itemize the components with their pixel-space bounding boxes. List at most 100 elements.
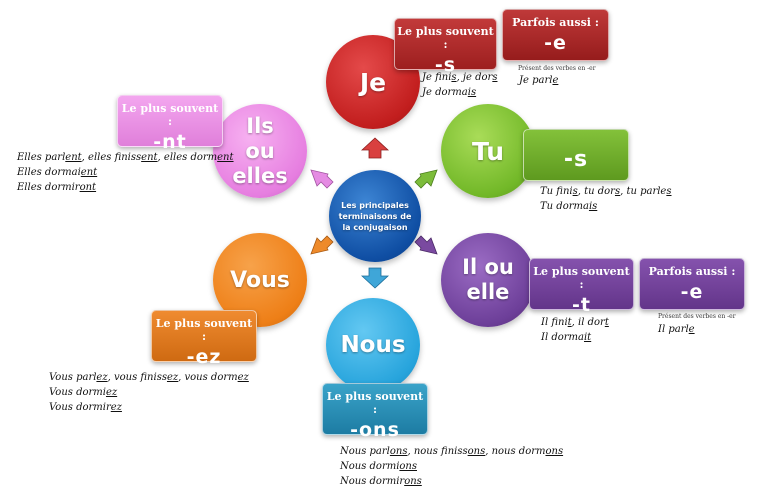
ending-highlight: it	[583, 332, 592, 343]
example-line: Il finit, il dort	[541, 315, 609, 330]
ending-highlight: ent	[217, 152, 234, 163]
example-text: , vous dorm	[178, 372, 238, 383]
ending-highlight: ez	[96, 372, 108, 383]
example-line: Il dormait	[541, 330, 609, 345]
il-usual-ending: -t	[572, 294, 591, 316]
ending-highlight: s	[614, 186, 621, 197]
il-also-example: Il parle	[658, 322, 695, 337]
tu-usual-label	[524, 136, 628, 142]
vous-usual-box: Le plus souvent : -ez	[151, 310, 257, 368]
ending-highlight: e	[688, 324, 695, 335]
example-text: Elles dormai	[17, 167, 81, 178]
pronoun-nous-circle: Nous	[326, 298, 420, 392]
example-line: Elles parlent, elles finissent, elles do…	[17, 150, 234, 165]
ending-highlight: ons	[545, 446, 564, 457]
example-text: Vous parl	[49, 372, 97, 383]
example-text: Vous dormir	[49, 402, 111, 413]
pronoun-je-label: Je	[359, 67, 387, 97]
vous-examples: Vous parlez, vous finissez, vous dormez …	[49, 370, 249, 415]
ending-highlight: ent	[65, 152, 82, 163]
pronoun-vous-label: Vous	[230, 267, 290, 293]
nous-usual-ending: -ons	[350, 419, 400, 441]
example-text: Nous dormi	[340, 461, 400, 472]
example-line: Nous parlons, nous finissons, nous dormo…	[340, 444, 563, 459]
je-also-ending: -e	[544, 32, 567, 54]
example-text: Tu dorma	[540, 201, 589, 212]
il-also-box: Parfois aussi : -e	[639, 258, 745, 310]
example-line: Vous dormiez	[49, 385, 249, 400]
example-text: Nous parl	[340, 446, 390, 457]
ending-highlight: ez	[105, 387, 118, 398]
nous-usual-label: Le plus souvent :	[326, 390, 424, 416]
example-text: , il dor	[571, 317, 605, 328]
je-also-label: Parfois aussi :	[512, 16, 599, 29]
tu-usual-box: -s	[523, 129, 629, 181]
example-line: Elles dormaient	[17, 165, 234, 180]
ils-usual-ending: -nt	[153, 131, 187, 153]
il-usual-box: Le plus souvent : -t	[529, 258, 634, 316]
il-examples: Il finit, il dort Il dormait	[541, 315, 609, 345]
ending-highlight: s	[572, 186, 578, 197]
example-line: Vous parlez, vous finissez, vous dormez	[49, 370, 249, 385]
example-text: , je dor	[456, 72, 493, 83]
arrow-upleft-icon	[310, 169, 334, 189]
example-line: Elles dormiront	[17, 180, 234, 195]
ending-highlight: ont	[79, 182, 97, 193]
example-line: Je finis, je dors	[422, 70, 497, 85]
je-usual-ending: -s	[434, 54, 457, 76]
example-line: Tu finis, tu dors, tu parles	[540, 184, 672, 199]
center-title: Les principales terminaisons de la conju…	[338, 200, 412, 232]
ending-highlight: is	[467, 87, 477, 98]
ending-highlight: s	[666, 186, 672, 197]
pronoun-il-circle: Il ou elle	[441, 233, 535, 327]
ending-highlight: ent	[80, 167, 98, 178]
example-line: Il parle	[658, 322, 695, 337]
example-text: , nous dorm	[485, 446, 546, 457]
arrow-downright-icon	[414, 235, 438, 255]
example-line: Nous dormions	[340, 459, 563, 474]
pronoun-nous-label: Nous	[340, 332, 406, 358]
example-line: Nous dormirons	[340, 474, 563, 489]
example-text: Elles parl	[17, 152, 66, 163]
example-text: , tu parle	[620, 186, 667, 197]
example-text: Tu fini	[540, 186, 573, 197]
example-line: Je parle	[519, 73, 558, 88]
example-text: , vous finiss	[107, 372, 167, 383]
pronoun-ils-circle: Ils ou elles	[213, 104, 307, 198]
ending-highlight: s	[492, 72, 498, 83]
je-also-example: Je parle	[519, 73, 558, 88]
il-also-label: Parfois aussi :	[648, 265, 736, 278]
ending-highlight: t	[604, 317, 609, 328]
ending-highlight: ons	[389, 446, 408, 457]
tu-examples: Tu finis, tu dors, tu parles Tu dormais	[540, 184, 672, 214]
ending-highlight: e	[552, 75, 559, 86]
example-text: Nous dormir	[340, 476, 405, 487]
tu-usual-ending: -s	[563, 147, 589, 172]
nous-usual-box: Le plus souvent : -ons	[322, 383, 428, 441]
example-text: , nous finiss	[407, 446, 468, 457]
il-usual-label: Le plus souvent :	[533, 265, 630, 291]
arrow-up-icon	[360, 137, 390, 159]
arrow-upright-icon	[414, 169, 438, 189]
example-text: Vous dormi	[49, 387, 106, 398]
example-text: , tu dor	[577, 186, 615, 197]
ils-usual-box: Le plus souvent : -nt	[117, 95, 223, 153]
je-usual-label: Le plus souvent :	[397, 25, 494, 51]
example-text: , elles finiss	[81, 152, 142, 163]
nous-examples: Nous parlons, nous finissons, nous dormo…	[340, 444, 563, 489]
ending-highlight: ent	[141, 152, 158, 163]
pronoun-tu-circle: Tu	[441, 104, 535, 198]
center-circle: Les principales terminaisons de la conju…	[329, 170, 421, 262]
il-also-ending: -e	[680, 281, 704, 303]
il-note: Présent des verbes en -er	[658, 313, 736, 320]
ending-highlight: s	[451, 72, 457, 83]
ending-highlight: ons	[467, 446, 486, 457]
ending-highlight: is	[588, 201, 598, 212]
pronoun-il-label: Il ou elle	[462, 255, 514, 304]
example-line: Je dormais	[422, 85, 497, 100]
ils-usual-label: Le plus souvent :	[121, 102, 219, 128]
example-text: Il fini	[541, 317, 568, 328]
example-text: Il dorma	[541, 332, 584, 343]
vous-usual-ending: -ez	[186, 346, 222, 368]
